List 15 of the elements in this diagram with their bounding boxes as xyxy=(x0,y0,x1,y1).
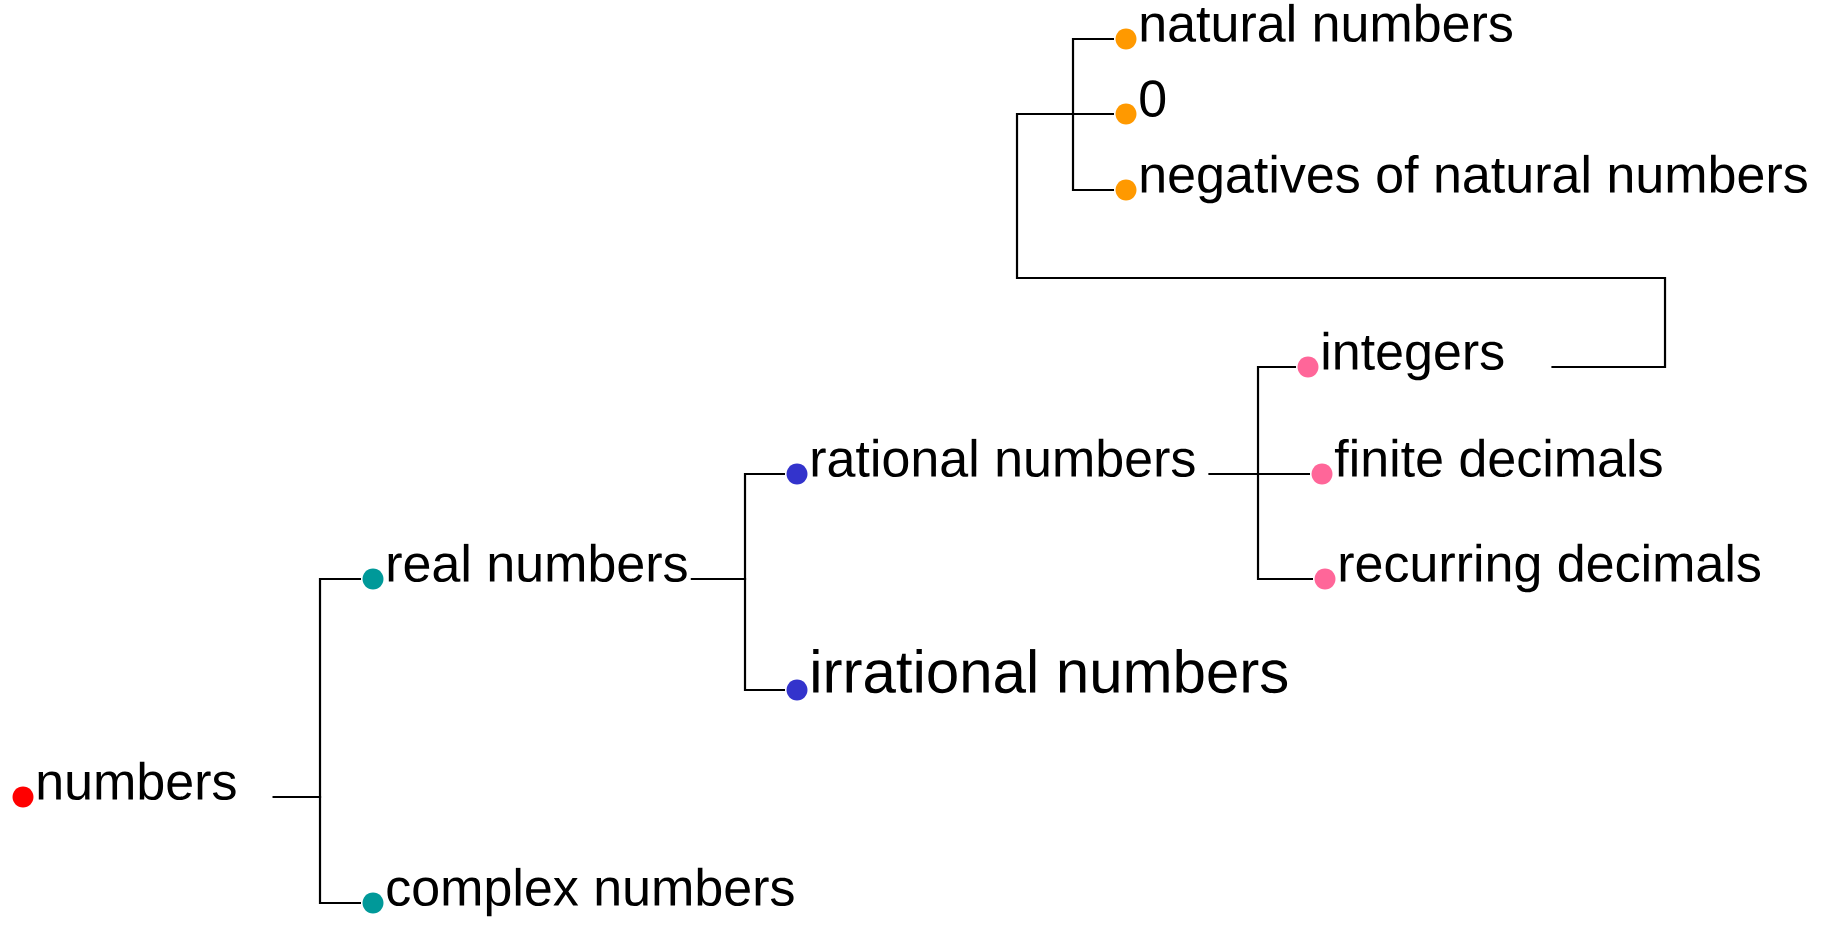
connector-line xyxy=(1015,37,1667,369)
node-label: natural numbers xyxy=(1141,3,1512,43)
connector-line xyxy=(690,577,785,692)
node-label: recurring decimals xyxy=(1340,543,1760,593)
node-label: complex numbers xyxy=(387,867,794,917)
node-label: finite decimals xyxy=(1334,438,1662,478)
node-label: 0 xyxy=(1140,80,1166,118)
node-label: numbers xyxy=(38,761,236,801)
connector-line xyxy=(272,795,361,905)
node-label: integers xyxy=(1323,331,1504,381)
node-label: negatives of natural numbers xyxy=(1141,154,1807,204)
node-label: irrational numbers xyxy=(813,649,1288,694)
connector-line xyxy=(1208,472,1313,581)
node-label: real numbers xyxy=(388,543,687,583)
node-label: rational numbers xyxy=(812,438,1195,478)
